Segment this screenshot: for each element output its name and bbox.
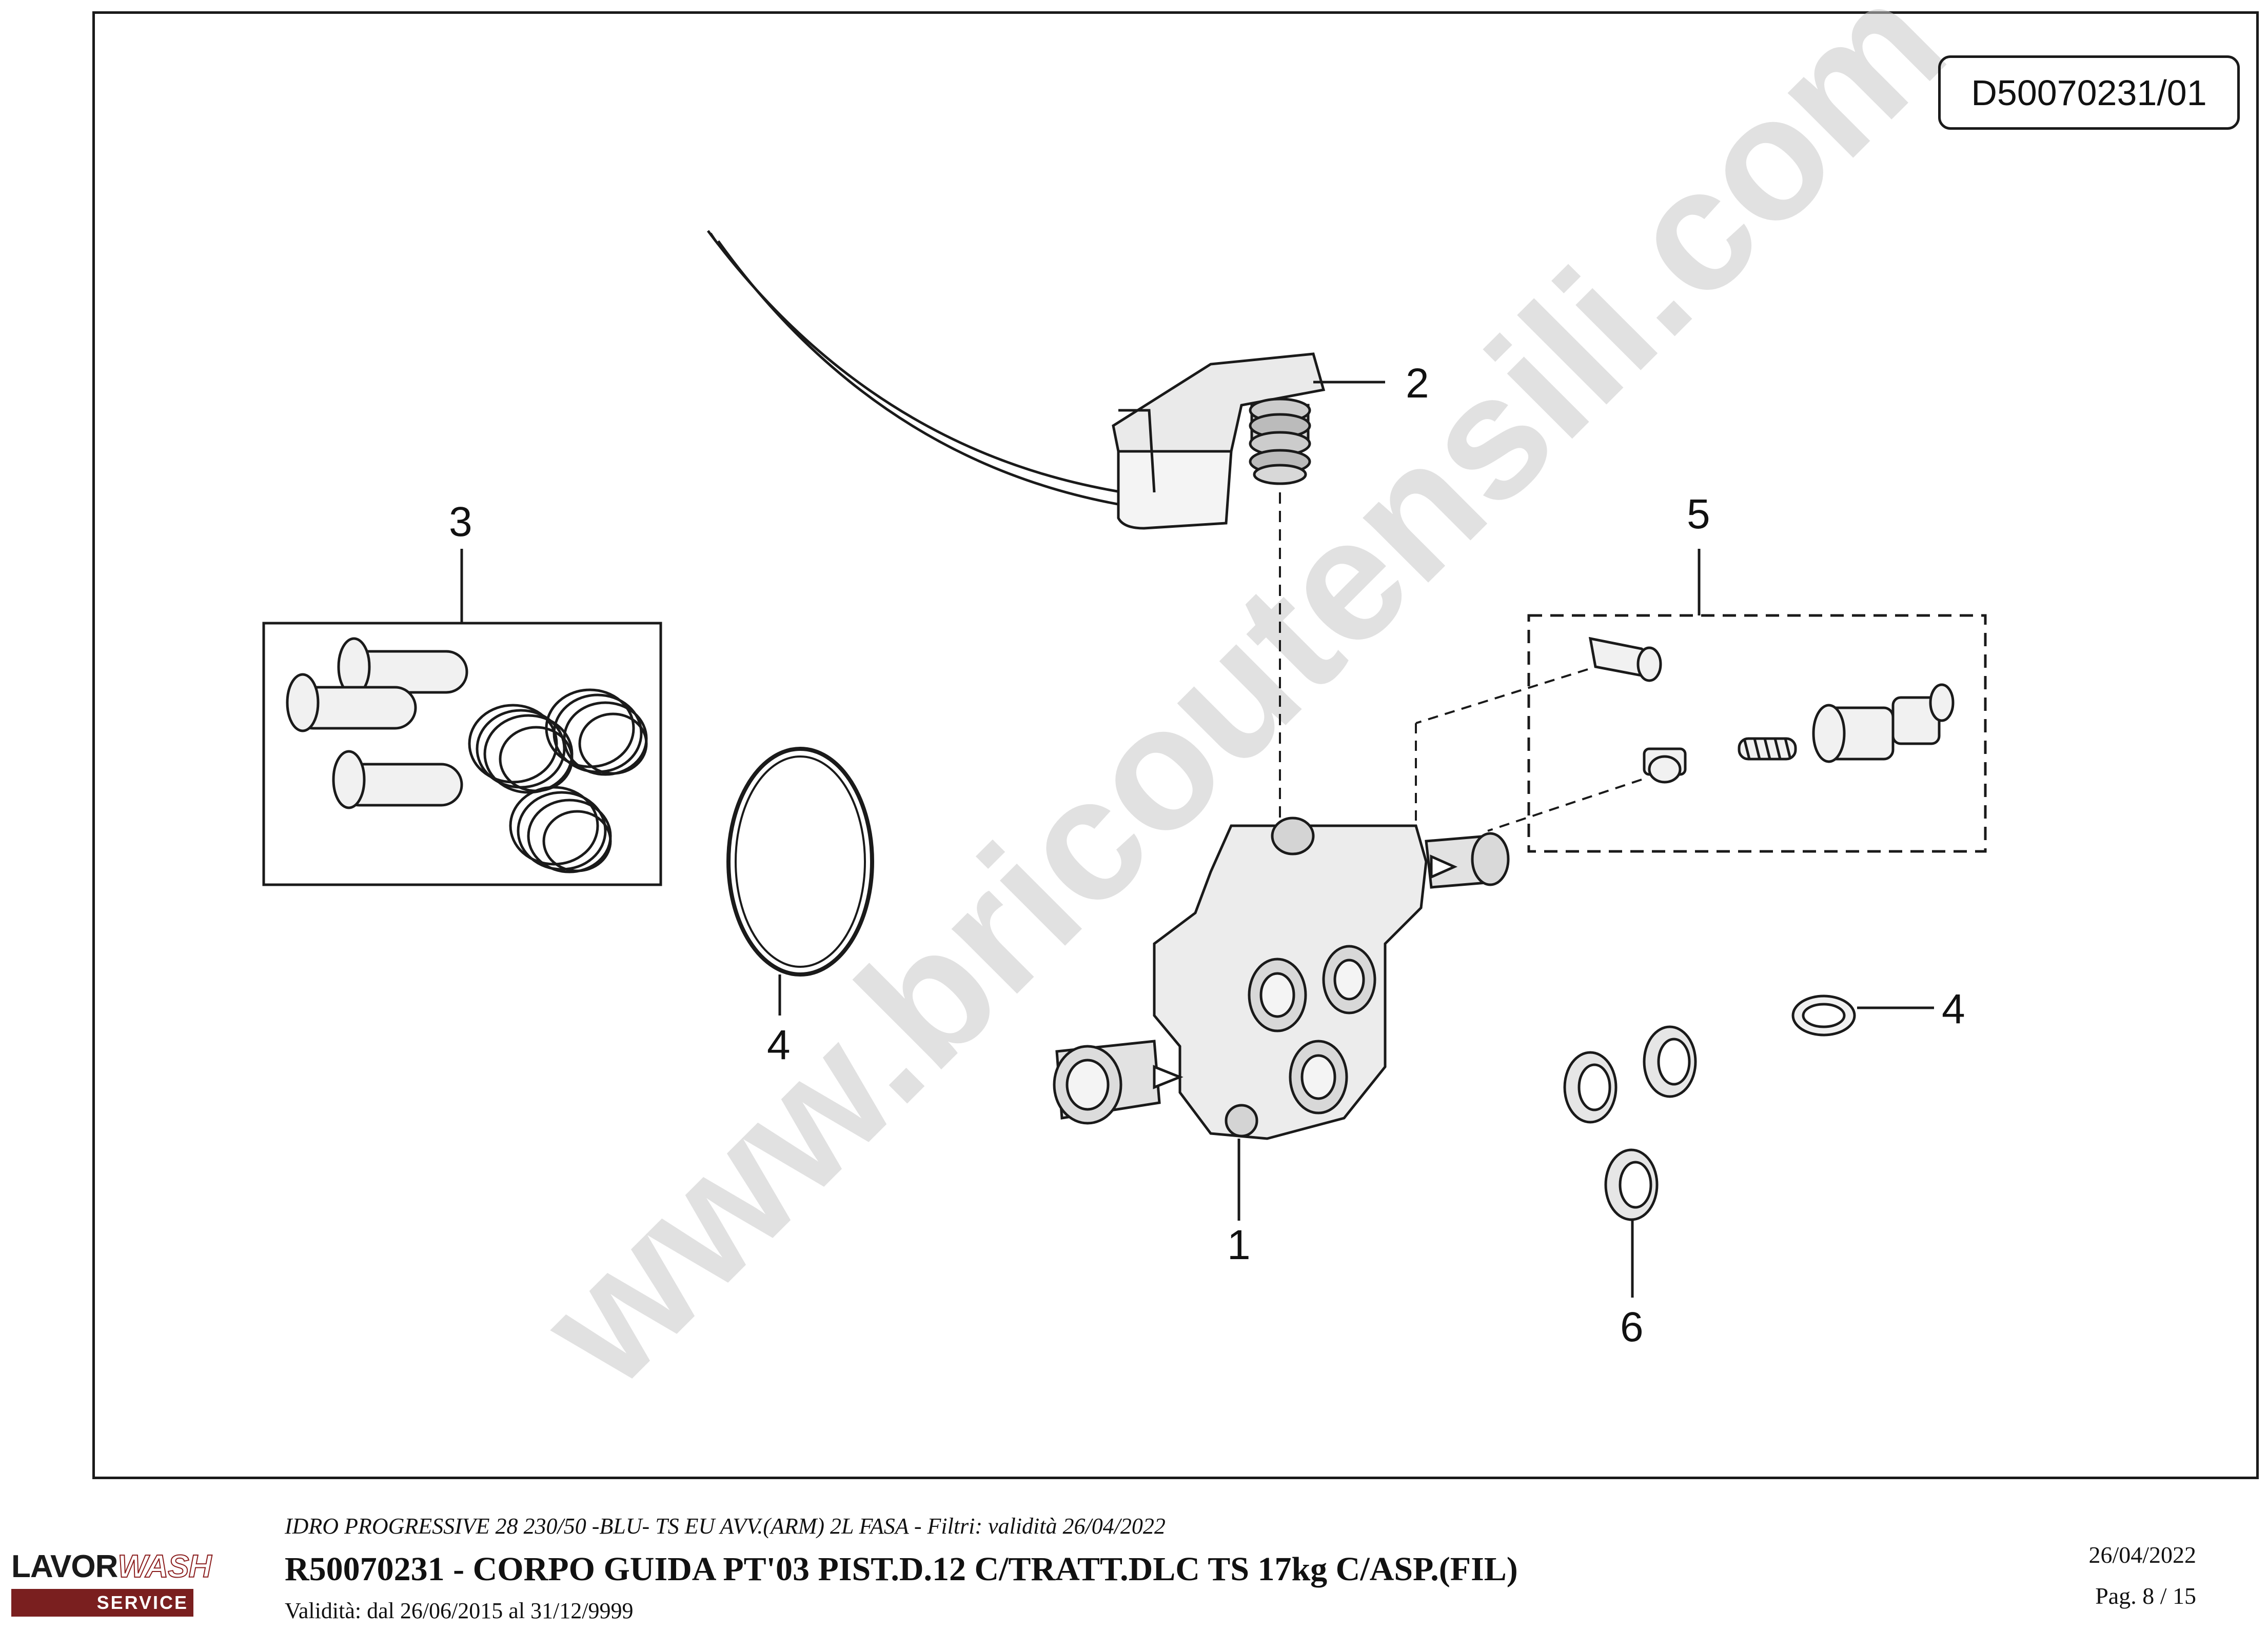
print-date: 26/04/2022: [2088, 1542, 2196, 1568]
callout-3: 3: [449, 499, 472, 545]
callout-6: 6: [1620, 1304, 1644, 1350]
pump-head-body: [1053, 817, 1510, 1140]
pressure-switch-part: [706, 230, 1375, 530]
callout-4a: 4: [767, 1022, 791, 1068]
logo-text-lavor: LAVOR: [11, 1549, 118, 1584]
valve-kit-parts: [1588, 636, 1955, 784]
drawing-code-box: D50070231/01: [1938, 55, 2240, 130]
callout-2: 2: [1406, 360, 1429, 407]
page-number: Pag. 8 / 15: [2095, 1583, 2196, 1609]
watermark: www.bricoutensili.com: [502, 0, 1981, 1423]
drawing-frame: [92, 11, 2259, 1479]
model-description: IDRO PROGRESSIVE 28 230/50 -BLU- TS EU A…: [285, 1514, 1166, 1539]
logo-text-wash: WASH: [117, 1548, 212, 1585]
logo-service-bar: SERVICE: [11, 1589, 193, 1617]
large-o-ring: [726, 747, 874, 977]
logo-text-service: SERVICE: [96, 1592, 188, 1613]
callout-1: 1: [1227, 1222, 1251, 1268]
part-5-kit-box: [1527, 614, 1987, 853]
small-seal: [1791, 994, 1856, 1037]
callout-5: 5: [1687, 491, 1710, 538]
callout-4b: 4: [1942, 986, 1965, 1032]
validity-range: Validità: dal 26/06/2015 al 31/12/9999: [285, 1598, 634, 1623]
part-title: R50070231 - CORPO GUIDA PT'03 PIST.D.12 …: [285, 1550, 1518, 1588]
pistons-and-springs: [286, 637, 648, 873]
piston-seals: [1563, 1025, 1697, 1221]
valve-kit-assembly-lines: [1415, 668, 1642, 832]
